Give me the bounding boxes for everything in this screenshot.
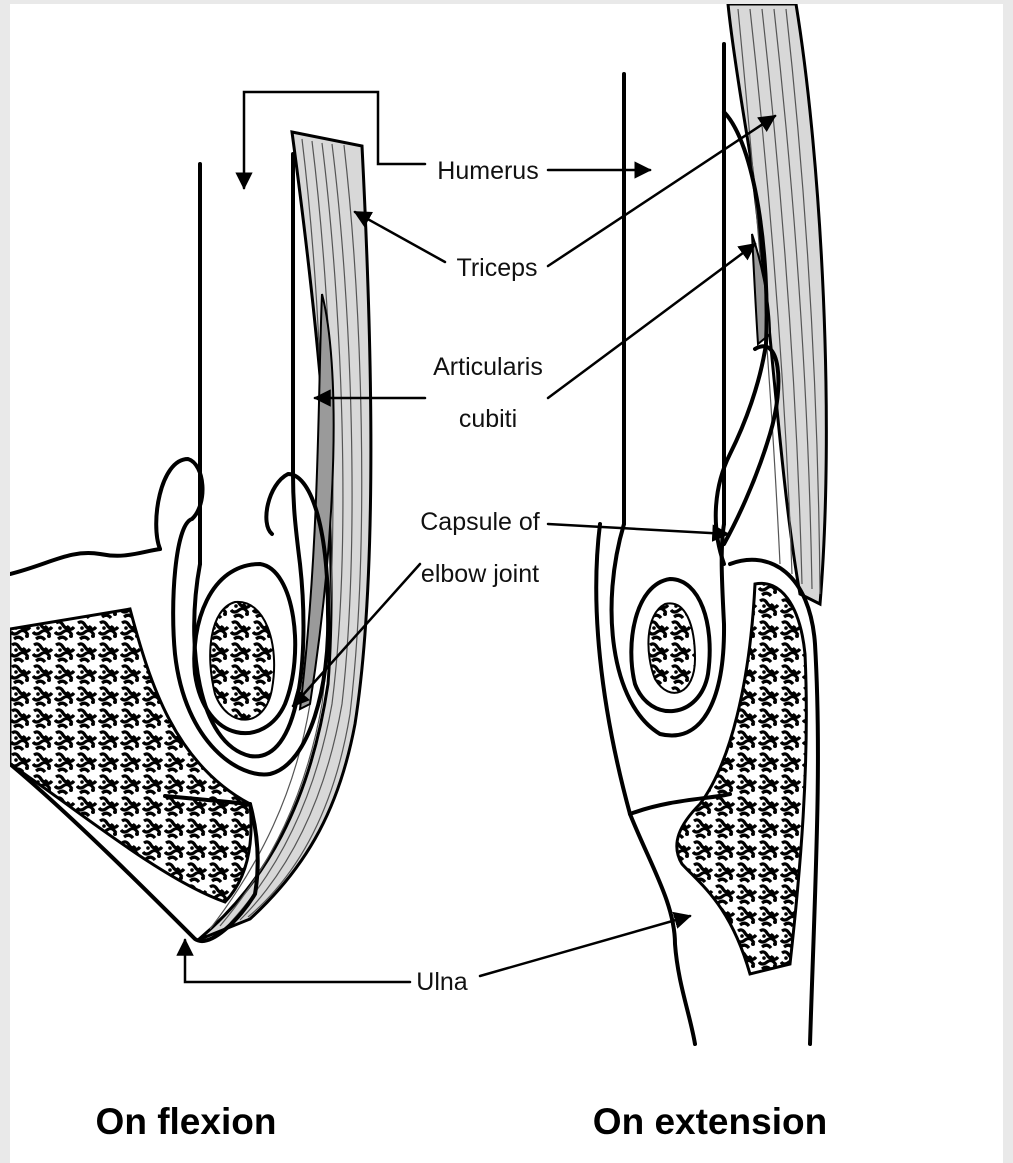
trochlea-spongy-extension xyxy=(648,603,695,693)
diagram-canvas: Humerus Triceps Articularis cubiti Capsu… xyxy=(10,4,1003,1163)
ulna-leader-right xyxy=(480,916,690,976)
humerus-shaft-extension xyxy=(624,44,724,524)
label-articularis-line2: cubiti xyxy=(459,405,517,433)
triceps-leader-right xyxy=(548,116,775,266)
label-articularis-line1: Articularis xyxy=(433,353,543,381)
humerus-shaft-flexion xyxy=(200,154,293,564)
labels: Humerus Triceps Articularis cubiti Capsu… xyxy=(416,157,543,996)
flexion-figure xyxy=(10,132,371,941)
label-humerus: Humerus xyxy=(437,157,538,185)
capsule-leader-right xyxy=(548,524,728,534)
ulna-leader-left xyxy=(185,940,410,982)
ulna-bone-extension xyxy=(677,583,807,974)
caption-flexion: On flexion xyxy=(96,1101,277,1142)
label-triceps: Triceps xyxy=(456,254,537,282)
label-ulna: Ulna xyxy=(416,968,468,996)
forearm-outline-flexion xyxy=(10,549,160,574)
extension-figure xyxy=(596,4,826,1044)
label-capsule-line2: elbow joint xyxy=(421,560,539,588)
caption-extension: On extension xyxy=(593,1101,827,1142)
trochlea-spongy-flexion xyxy=(210,602,274,720)
label-capsule-line1: Capsule of xyxy=(420,508,540,536)
elbow-joint-diagram: Humerus Triceps Articularis cubiti Capsu… xyxy=(10,4,1003,1163)
triceps-leader-left xyxy=(355,212,445,262)
